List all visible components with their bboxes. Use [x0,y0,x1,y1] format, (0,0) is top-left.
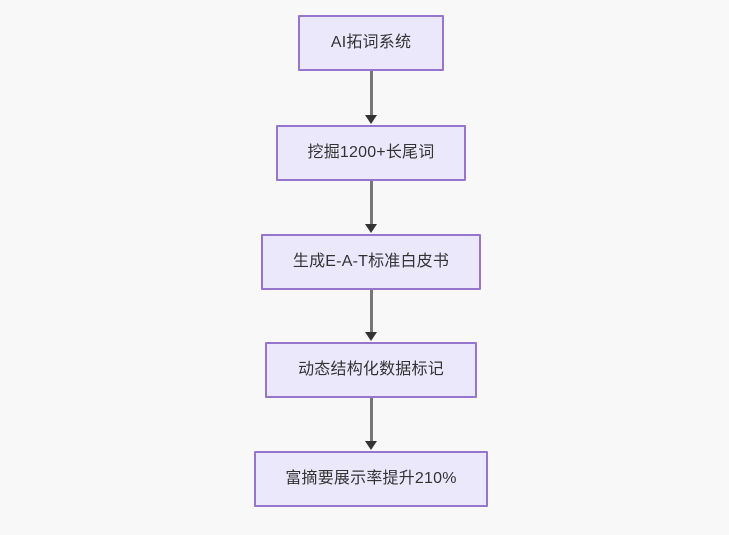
edge-arrowhead-1 [365,115,377,124]
flow-node-mine-longtail-keywords[interactable]: 挖掘1200+长尾词 [276,125,466,181]
flow-node-dynamic-structured-data-markup[interactable]: 动态结构化数据标记 [265,342,477,398]
flow-node-generate-eat-whitepaper[interactable]: 生成E-A-T标准白皮书 [261,234,481,290]
flow-node-label: 生成E-A-T标准白皮书 [292,253,450,271]
edge-line-3 [370,290,373,333]
flow-node-label: 动态结构化数据标记 [298,361,444,379]
edge-arrowhead-3 [365,332,377,341]
edge-line-4 [370,398,373,442]
edge-line-1 [370,71,373,116]
flow-node-rich-snippet-impression-uplift[interactable]: 富摘要展示率提升210% [254,451,488,507]
flow-node-label: 富摘要展示率提升210% [285,470,457,488]
edge-arrowhead-2 [365,224,377,233]
flow-node-label: AI拓词系统 [330,34,412,52]
flow-node-label: 挖掘1200+长尾词 [307,144,435,162]
flow-node-ai-keyword-system[interactable]: AI拓词系统 [298,15,444,71]
edge-arrowhead-4 [365,441,377,450]
edge-line-2 [370,181,373,225]
